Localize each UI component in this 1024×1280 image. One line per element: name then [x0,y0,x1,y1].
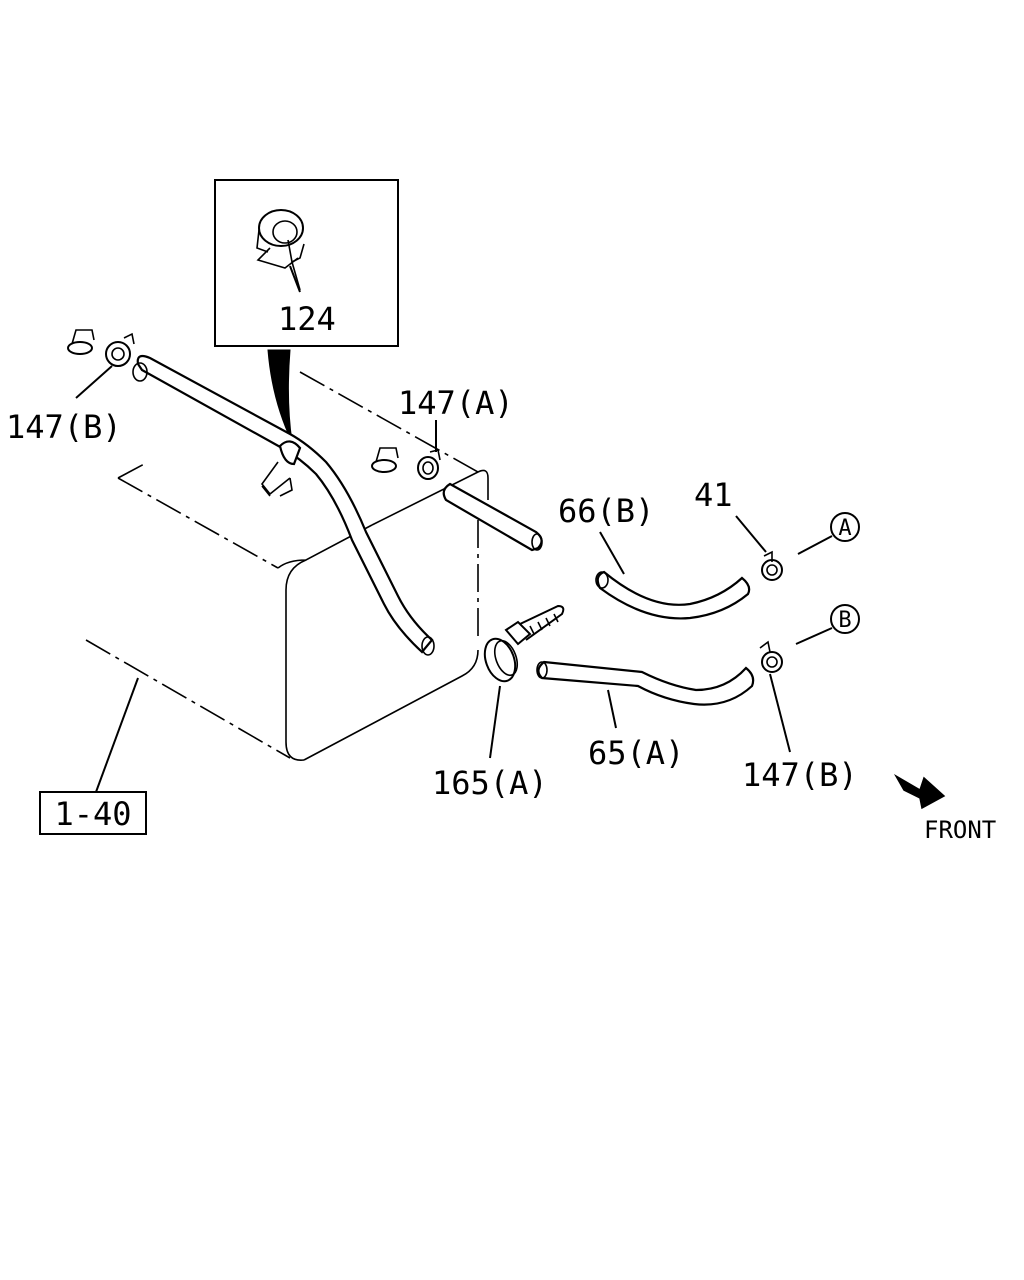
connector-a-label: A [838,516,851,541]
fuel-tank [85,371,489,761]
clamp-147a [371,447,441,480]
hose-65a [536,660,755,706]
hose-66b [595,570,751,620]
label-147b-left: 147(B) [6,408,122,446]
hose-upper-left [132,354,435,656]
label-66b: 66(B) [558,492,654,530]
front-label: FRONT [924,816,996,844]
ref-box-label: 1-40 [54,795,131,833]
label-124: 124 [278,300,336,338]
label-147b-right: 147(B) [742,756,858,794]
band-165a [483,604,565,683]
connector-a-marker: A [830,512,860,542]
inset-box [214,179,399,347]
clamp-147b-right [759,640,783,673]
hose-short-straight [442,482,543,552]
clip-124-detail [256,209,305,291]
label-65a: 65(A) [588,734,684,772]
label-165a: 165(A) [432,764,548,802]
label-147a: 147(A) [398,384,514,422]
clip-on-hose [260,440,302,497]
clamp-147b-left [67,329,135,367]
clamp-41 [761,550,783,581]
label-41: 41 [694,476,733,514]
connector-b-label: B [838,608,851,633]
front-arrow-icon [893,773,946,810]
connector-b-marker: B [830,604,860,634]
ref-box: 1-40 [39,791,147,835]
